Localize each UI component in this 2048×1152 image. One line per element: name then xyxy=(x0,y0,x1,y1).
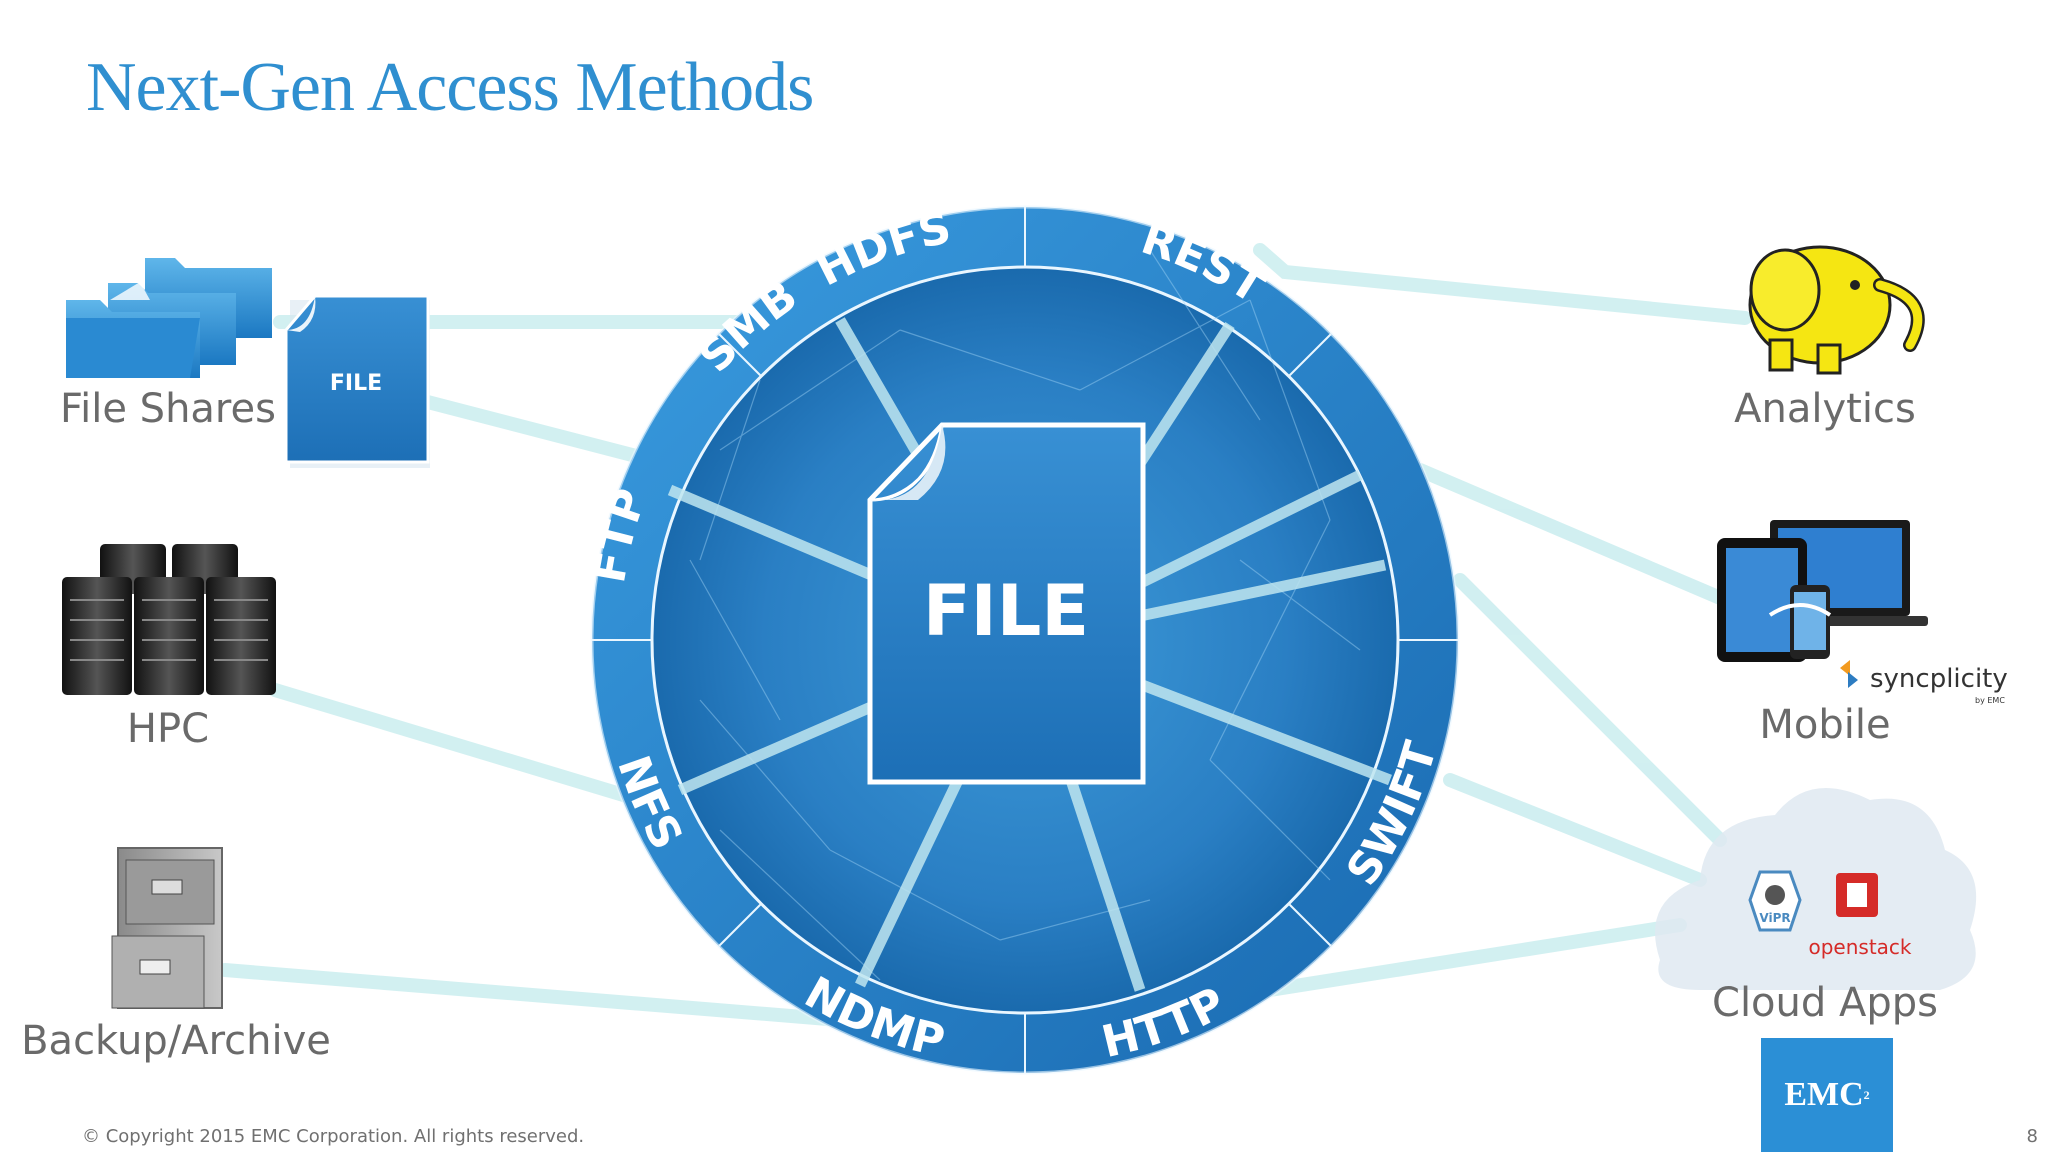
file-shares-label: File Shares xyxy=(60,386,276,432)
ring-dividers xyxy=(592,207,1458,1073)
server-cluster-icon xyxy=(62,544,276,695)
file-document-icon: FILE xyxy=(284,294,430,468)
emc-logo-text: EMC xyxy=(1784,1076,1864,1113)
mobile-label: Mobile xyxy=(1759,702,1891,748)
emc-logo-sup: 2 xyxy=(1863,1087,1870,1102)
filing-cabinet-icon xyxy=(111,847,223,1009)
copyright-text: © Copyright 2015 EMC Corporation. All ri… xyxy=(82,1126,585,1147)
page-number: 8 xyxy=(2026,1126,2038,1147)
syncplicity-text: syncplicity xyxy=(1870,664,2008,694)
openstack-text: openstack xyxy=(1808,935,1911,959)
connector-lines xyxy=(218,243,1752,1027)
cloud-apps-label: Cloud Apps xyxy=(1712,980,1938,1026)
backup-archive-label: Backup/Archive xyxy=(21,1018,331,1064)
hadoop-elephant-icon xyxy=(1748,245,1925,375)
cloud-icon xyxy=(1655,788,1977,990)
hpc-label: HPC xyxy=(126,706,210,752)
mobile-devices-icon xyxy=(1717,520,1928,662)
vipr-text: ViPR xyxy=(1759,911,1790,925)
analytics-label: Analytics xyxy=(1734,386,1916,432)
openstack-logo-icon: openstack xyxy=(1808,873,1912,959)
folders-icon xyxy=(66,258,272,378)
vipr-logo-icon: ViPR xyxy=(1748,870,1802,932)
slide-title: Next-Gen Access Methods xyxy=(86,49,814,126)
central-file-label: FILE xyxy=(923,570,1089,652)
central-file-document: FILE xyxy=(867,422,1146,785)
file-doc-label: FILE xyxy=(330,371,382,396)
syncplicity-by-text: by EMC xyxy=(1975,696,2005,705)
syncplicity-logo: syncplicity by EMC xyxy=(1840,660,2008,705)
